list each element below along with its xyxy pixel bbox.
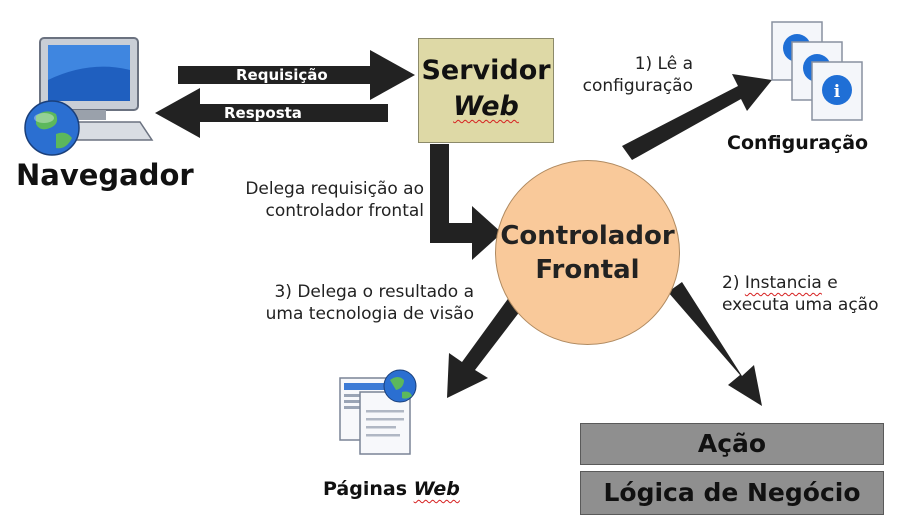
request-arrow <box>178 50 415 100</box>
info-documents-icon: i i i <box>771 21 863 121</box>
delegate-line-1: Delega requisição ao <box>245 179 424 199</box>
business-logic-bar: Lógica de Negócio <box>580 471 884 515</box>
response-arrow <box>155 88 388 138</box>
delegate-line-2: controlador frontal <box>265 201 424 221</box>
step3-line-1: 3) Delega o resultado a <box>274 282 474 302</box>
step2-verb: Instancia <box>744 273 822 293</box>
computer-globe-icon <box>24 37 154 156</box>
config-arrow <box>622 74 772 160</box>
step2-conj: e <box>827 273 838 293</box>
delegate-annotation: Delega requisição ao controlador frontal <box>214 178 424 222</box>
browser-label: Navegador <box>16 158 194 192</box>
configuration-label: Configuração <box>727 132 869 154</box>
web-server-node: Servidor Web <box>418 38 554 143</box>
pages-arrow <box>447 296 524 398</box>
front-controller-node: Controlador Frontal <box>495 160 680 345</box>
action-arrow <box>668 282 762 406</box>
response-label: Resposta <box>224 104 302 122</box>
step3-annotation: 3) Delega o resultado a uma tecnologia d… <box>248 281 474 325</box>
step1-line-2: configuração <box>582 76 693 96</box>
svg-text:i: i <box>834 82 841 102</box>
step2-number: 2) <box>722 273 740 293</box>
web-pages-label-web: Web <box>413 478 460 500</box>
delegate-arrow <box>430 144 502 260</box>
web-pages-label: Páginas Web <box>323 478 460 500</box>
step2-annotation: 2) Instancia e executa uma ação <box>722 272 879 316</box>
action-bar: Ação <box>580 423 884 465</box>
step2-line-1: 2) Instancia e <box>722 272 879 294</box>
controller-title-line-1: Controlador <box>500 220 675 251</box>
server-subtitle: Web <box>453 91 519 122</box>
step2-line-2: executa uma ação <box>722 295 879 315</box>
controller-title-line-2: Frontal <box>535 254 640 285</box>
step1-annotation: 1) Lê a configuração <box>568 53 693 97</box>
server-title: Servidor <box>421 55 551 86</box>
step1-line-1: 1) Lê a <box>634 54 693 74</box>
request-label: Requisição <box>236 66 328 84</box>
web-pages-icon <box>339 369 417 455</box>
step3-line-2: uma tecnologia de visão <box>265 304 474 324</box>
web-pages-label-prefix: Páginas <box>323 478 408 500</box>
